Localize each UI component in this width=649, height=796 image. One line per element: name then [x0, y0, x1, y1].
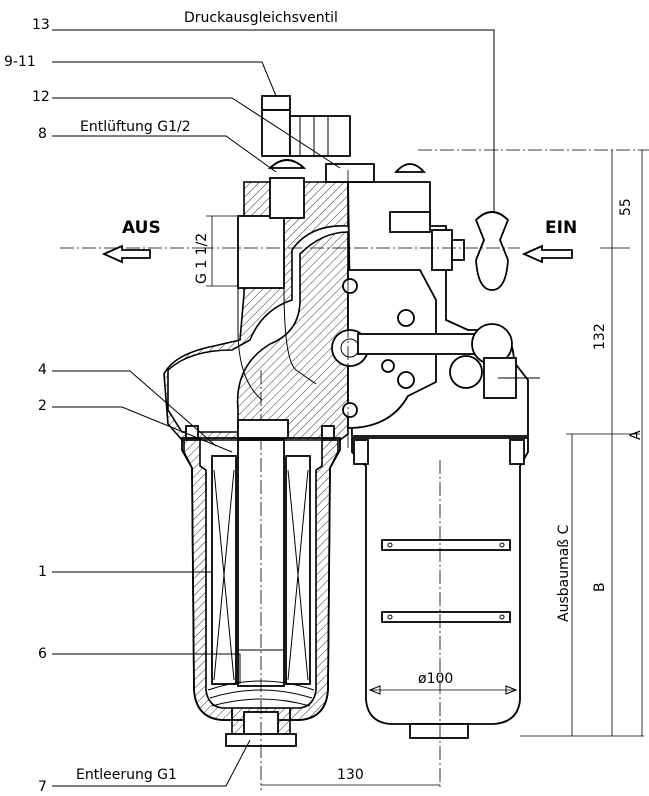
- inlet-arrow: EIN: [521, 218, 577, 264]
- svg-text:A: A: [628, 430, 644, 440]
- dimension-a: A: [628, 150, 644, 736]
- callout-7: 7 Entleerung G1: [38, 739, 251, 795]
- svg-text:4: 4: [38, 362, 47, 378]
- svg-text:130: 130: [337, 767, 364, 783]
- callout-6: 6: [38, 646, 241, 684]
- outlet-arrow: AUS: [101, 218, 161, 264]
- svg-text:12: 12: [32, 89, 50, 105]
- callout-13: 13 Druckausgleichsventil: [32, 10, 495, 212]
- dimension-132: 132: [566, 248, 640, 435]
- inlet-label: EIN: [545, 218, 577, 238]
- svg-text:55: 55: [618, 198, 634, 216]
- outlet-label: AUS: [122, 218, 161, 238]
- svg-text:2: 2: [38, 398, 47, 414]
- port-size-dimension: G 1 1/2: [194, 215, 238, 287]
- right-filter-bowl: [351, 437, 529, 790]
- removal-dim-label: Ausbaumaß C: [556, 524, 572, 622]
- dimension-b: B: [520, 434, 644, 737]
- filter-head: [163, 95, 649, 441]
- callout-8: 8 Entlüftung G1/2: [38, 119, 277, 173]
- bleed-label: Entlüftung G1/2: [80, 119, 191, 135]
- svg-text:7: 7: [38, 779, 47, 795]
- callout-12: 12: [32, 89, 341, 169]
- svg-text:9-11: 9-11: [4, 54, 36, 70]
- dimension-130: 130: [261, 767, 440, 786]
- svg-text:13: 13: [32, 17, 50, 33]
- pressure-valve-label: Druckausgleichsventil: [184, 10, 338, 26]
- dimension-c: Ausbaumaß C: [556, 434, 573, 736]
- svg-text:132: 132: [592, 323, 608, 350]
- dimension-diameter-100: ø100: [368, 671, 518, 695]
- svg-text:6: 6: [38, 646, 47, 662]
- port-size-label: G 1 1/2: [194, 233, 210, 284]
- callout-9-11: 9-11: [4, 54, 277, 97]
- callout-1: 1: [38, 564, 212, 580]
- svg-text:B: B: [592, 582, 608, 592]
- svg-text:8: 8: [38, 126, 47, 142]
- svg-text:1: 1: [38, 564, 47, 580]
- svg-text:ø100: ø100: [418, 671, 453, 687]
- callout-4: 4: [38, 362, 217, 447]
- dimension-55: 55: [600, 150, 634, 249]
- callout-2: 2: [38, 398, 233, 453]
- drain-label: Entleerung G1: [76, 767, 177, 783]
